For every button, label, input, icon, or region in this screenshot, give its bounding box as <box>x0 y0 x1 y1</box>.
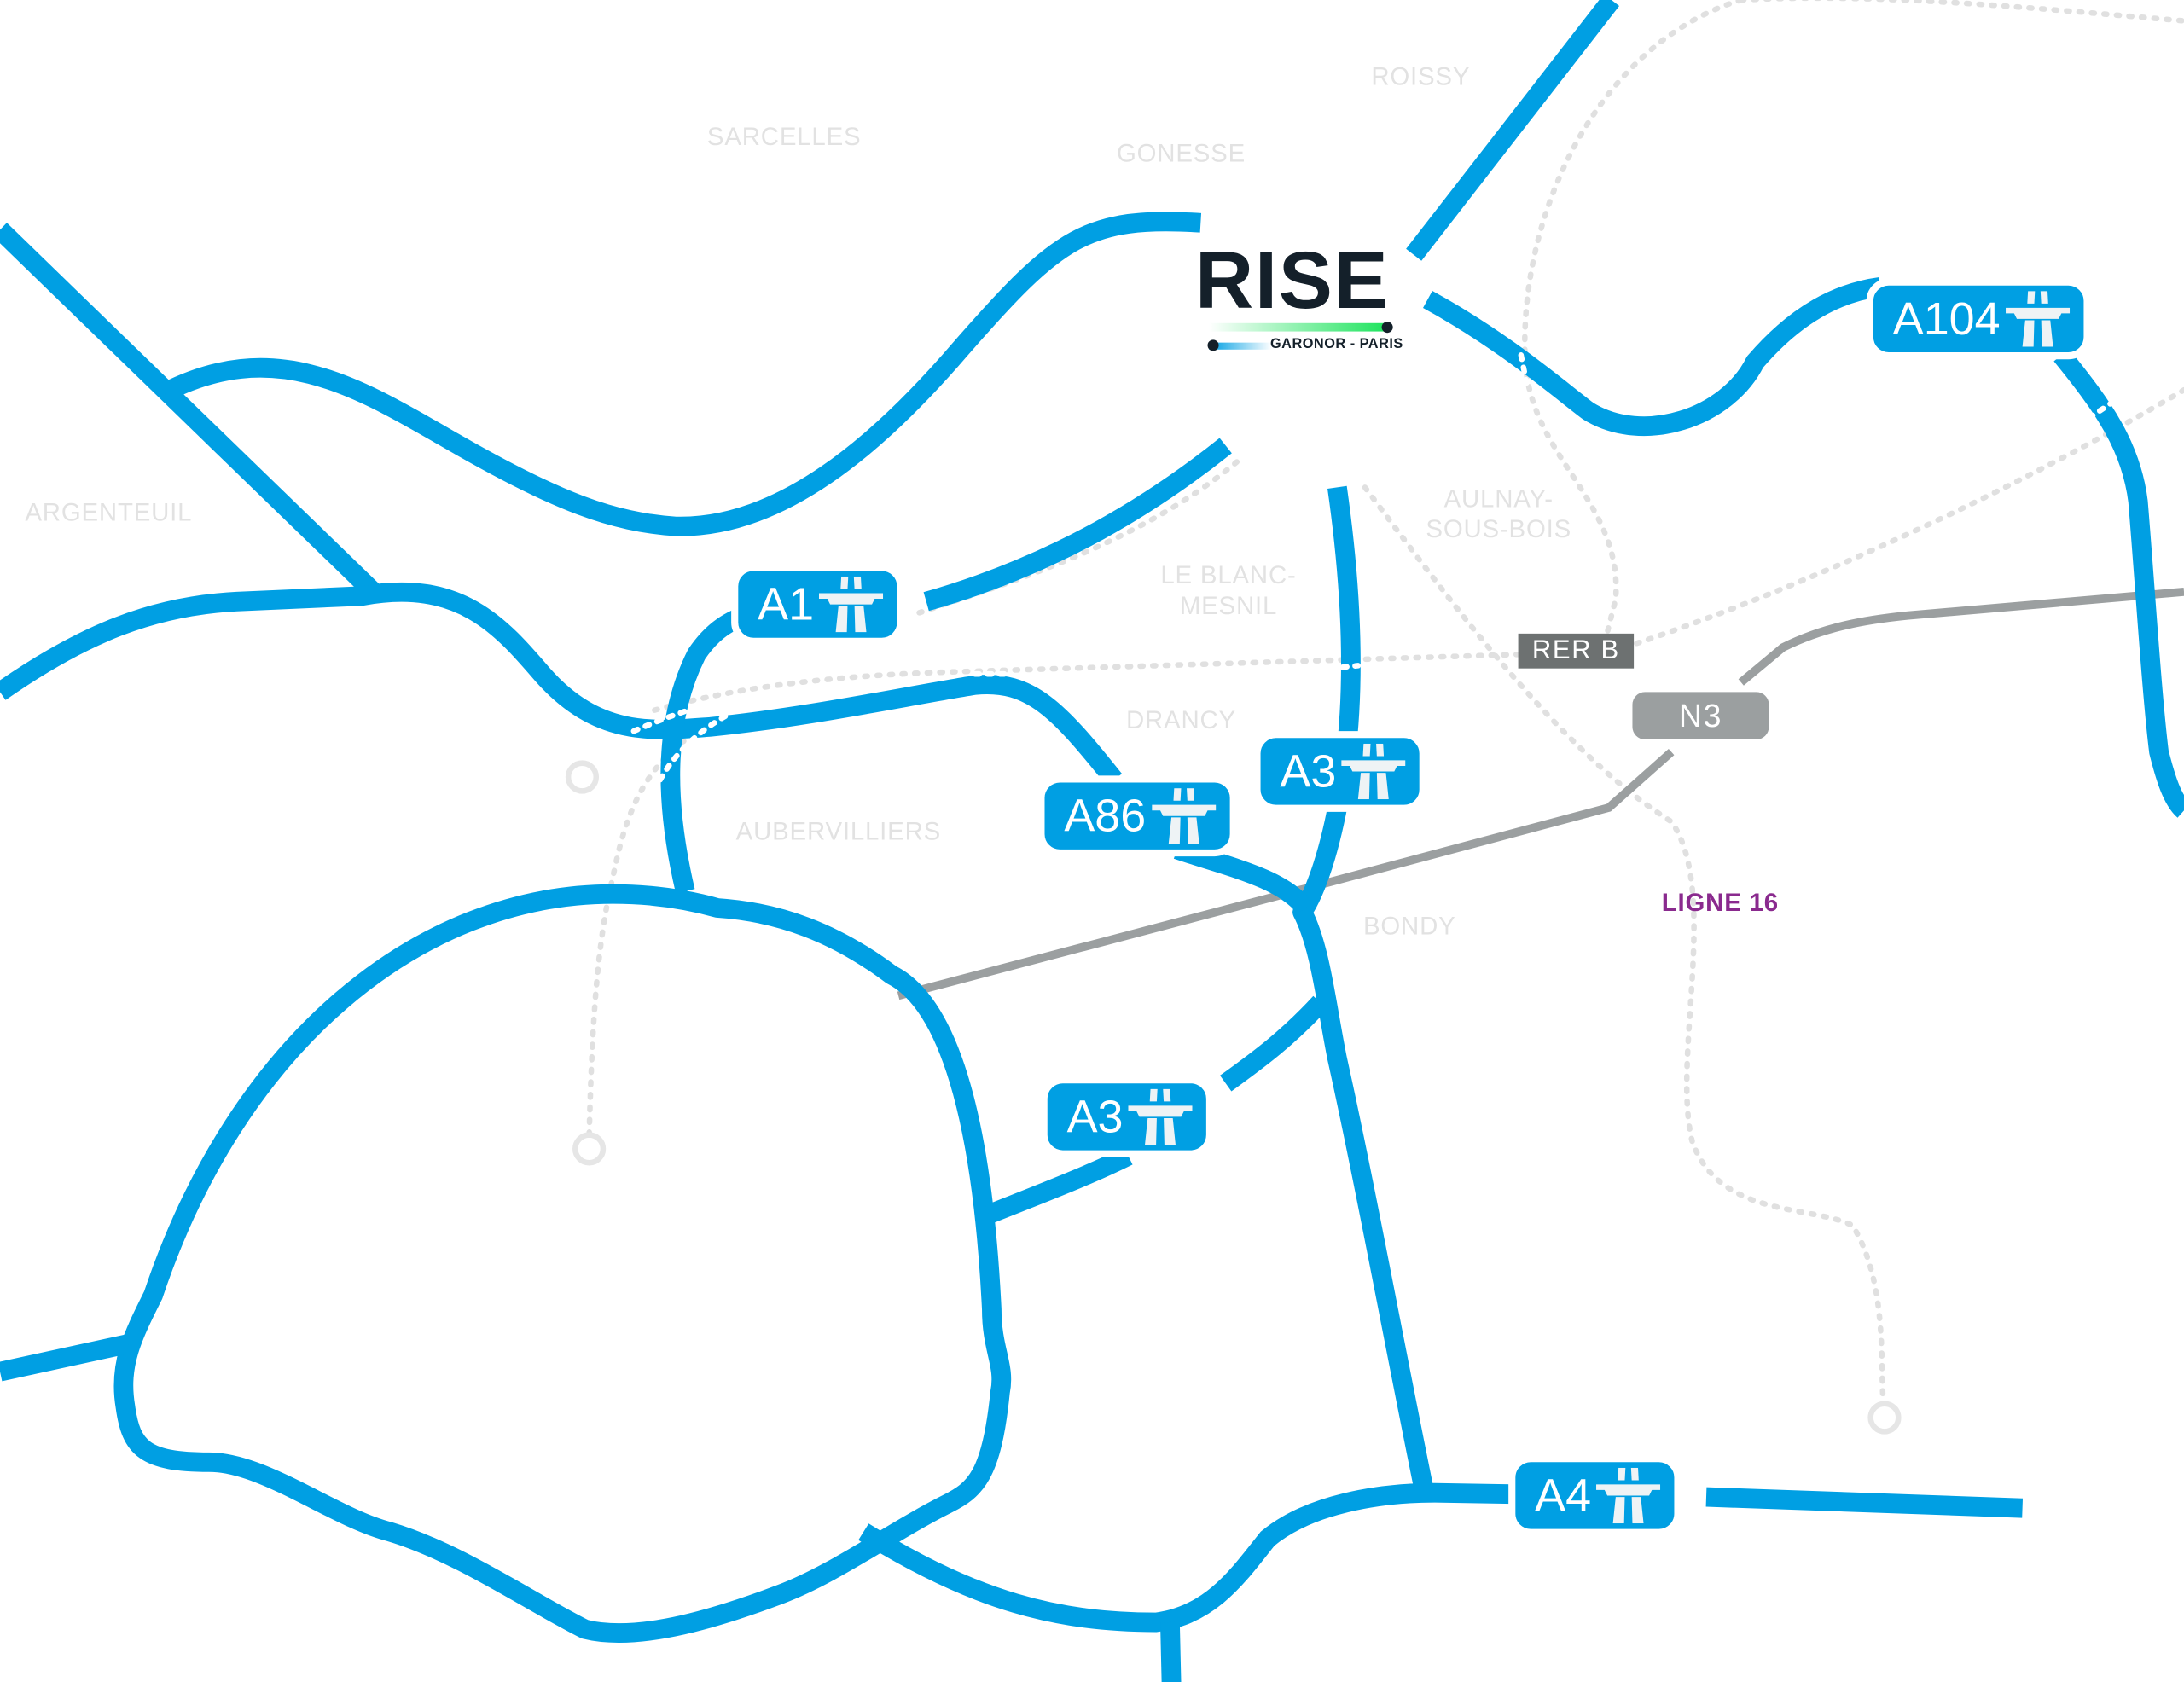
rail-lines <box>565 0 2184 1435</box>
motorway-north-curve <box>160 212 1202 536</box>
rise-logo: RISE GARONOR - PARIS <box>1194 235 1404 352</box>
logo-green-bar <box>1209 322 1391 332</box>
motorway-icon <box>1152 788 1216 844</box>
rail-line-west <box>586 714 728 1138</box>
badge-a4: A4 <box>1508 1455 1682 1536</box>
motorway-a3-south <box>985 995 1328 1224</box>
town-sarcelles: SARCELLES <box>706 122 862 151</box>
badge-a1-label: A1 <box>758 577 815 629</box>
peripherique <box>113 884 1012 1644</box>
rail-line-east <box>1522 0 1745 658</box>
motorway-icon <box>2006 291 2070 346</box>
station-circle <box>565 760 600 794</box>
town-argenteuil: ARGENTEUIL <box>25 498 193 527</box>
motorway-west <box>0 582 1123 786</box>
rer-b-line <box>652 386 2184 713</box>
motorway-a1-diagonal <box>0 223 380 600</box>
badge-a3-south: A3 <box>1040 1076 1214 1157</box>
town-bondy: BONDY <box>1362 912 1456 941</box>
badge-n3: N3 <box>1632 692 1769 740</box>
motorway-a86 <box>1173 840 1313 914</box>
logo-blue-bar <box>1209 342 1272 350</box>
logo-wordmark: RISE <box>1194 235 1390 327</box>
badge-a86: A86 <box>1037 775 1237 857</box>
station-circle <box>572 1132 607 1166</box>
rer-b-crossing <box>630 352 2113 794</box>
rail-line-top-right <box>1738 0 2184 24</box>
badge-a86-label: A86 <box>1064 789 1147 842</box>
motorway-a3-north-vertical <box>1292 485 1433 1489</box>
motorway-a4 <box>858 1482 2024 1633</box>
motorway-icon <box>820 577 884 632</box>
station-circle <box>1867 1401 1902 1435</box>
town-aulnay-line1: AULNAY- <box>1443 484 1554 513</box>
badge-a1: A1 <box>731 564 905 645</box>
badge-a3-south-label: A3 <box>1066 1090 1124 1142</box>
motorway-a104 <box>1422 276 2184 818</box>
badge-a104: A104 <box>1866 278 2091 360</box>
logo-tagline: GARONOR - PARIS <box>1269 337 1403 353</box>
town-blanc-mesnil-line2: MESNIL <box>1179 591 1278 620</box>
motorway-icon <box>1342 744 1406 799</box>
label-ligne-16: LIGNE 16 <box>1661 888 1779 917</box>
badge-a3-north: A3 <box>1253 731 1427 812</box>
town-blanc-mesnil-line1: LE BLANC- <box>1160 560 1297 589</box>
motorway-a4-spur <box>1160 1621 1182 1682</box>
town-aulnay-line2: SOUS-BOIS <box>1426 515 1572 543</box>
badge-a4-label: A4 <box>1535 1469 1592 1521</box>
motorway-a1-north <box>1406 0 1620 261</box>
badge-a3-north-label: A3 <box>1280 745 1337 797</box>
town-aubervilliers: AUBERVILLIERS <box>735 817 942 846</box>
motorway-icon <box>1597 1468 1661 1523</box>
motorway-a1 <box>660 438 1232 894</box>
town-le-blanc-mesnil: LE BLANC-MESNIL <box>1160 560 1296 621</box>
town-drancy: DRANCY <box>1125 705 1236 734</box>
n3-road <box>897 587 2184 1000</box>
town-aulnay: AULNAY-SOUS-BOIS <box>1426 484 1571 545</box>
town-roissy: ROISSY <box>1371 62 1471 91</box>
motorway-west-bottom <box>0 1334 131 1382</box>
badge-a104-label: A104 <box>1892 292 2001 345</box>
motorway-icon <box>1129 1089 1193 1145</box>
ligne-16-line <box>1362 484 1886 1403</box>
badge-rer-b: RER B <box>1518 633 1635 669</box>
town-gonesse: GONESSE <box>1116 139 1246 167</box>
